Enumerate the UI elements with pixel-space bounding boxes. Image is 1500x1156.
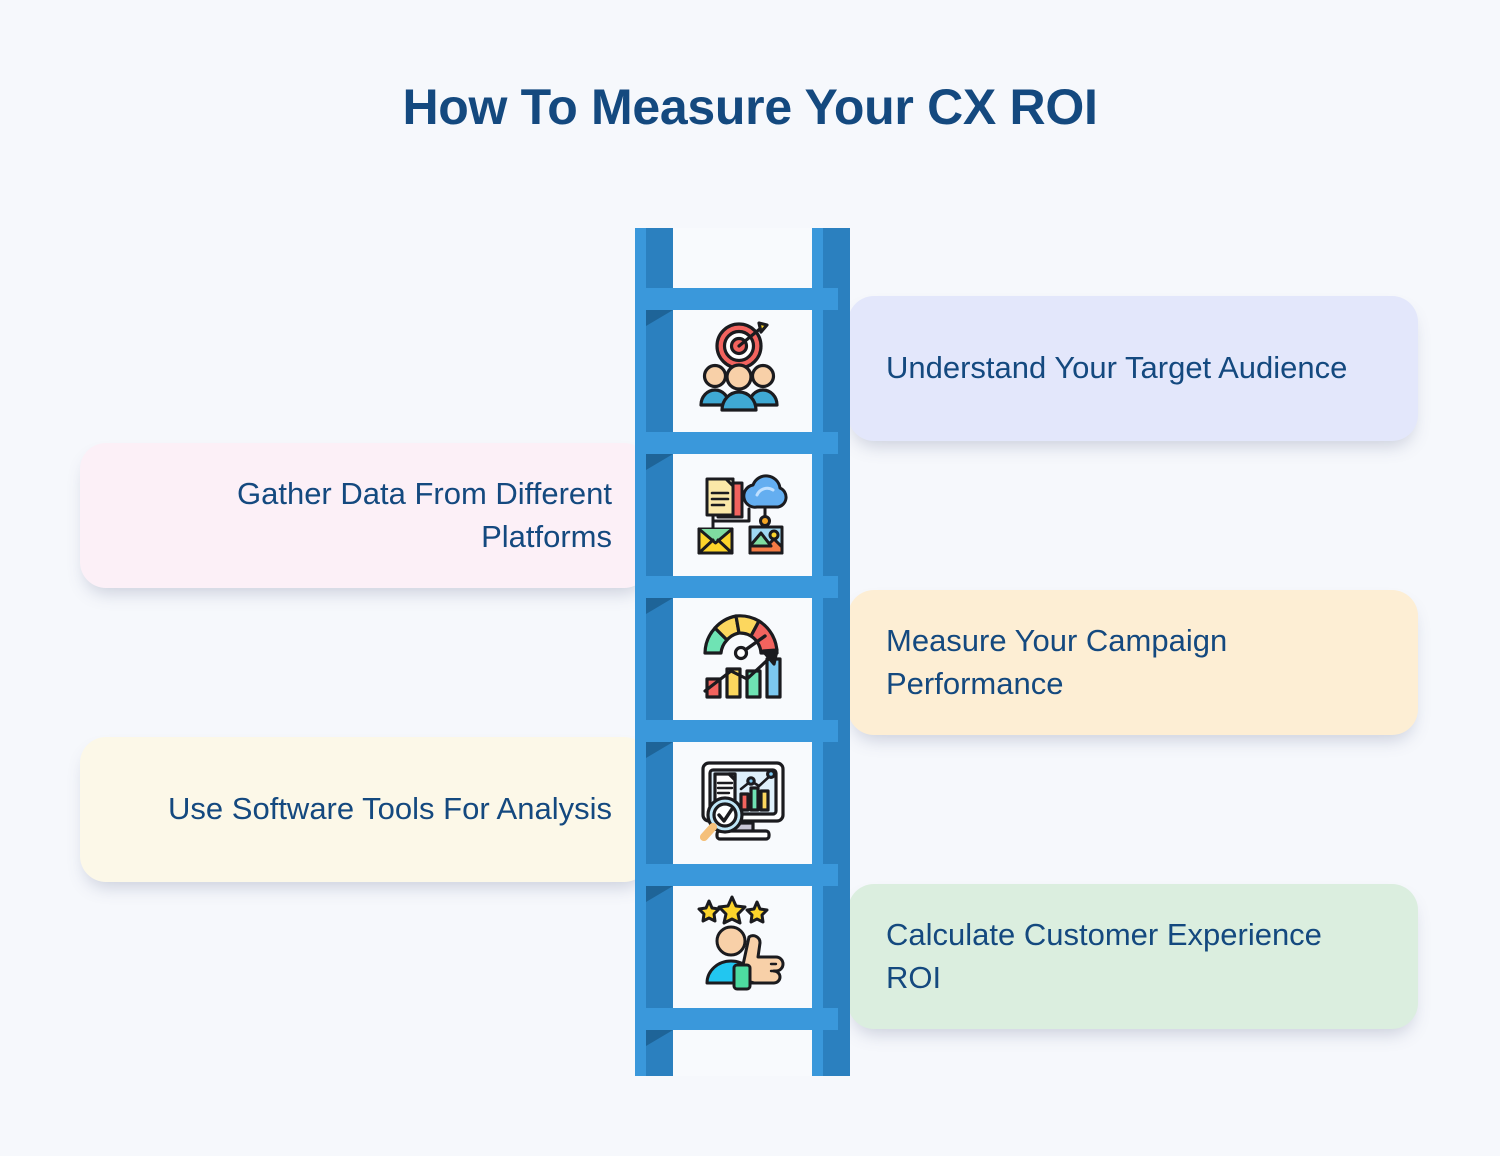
step-card-2-label: Gather Data From Different Platforms: [236, 475, 612, 554]
step-icon-3: [673, 596, 812, 714]
step-card-2[interactable]: Gather Data From Different Platforms: [80, 443, 650, 588]
step-card-3-label: Measure Your Campaign Performance: [886, 622, 1228, 701]
step-card-3[interactable]: Measure Your Campaign Performance: [848, 590, 1418, 735]
gauge-bar-chart-icon: [702, 614, 782, 699]
step-card-4-label: Use Software Tools For Analysis: [168, 791, 612, 827]
monitor-analysis-icon: [699, 761, 785, 841]
target-audience-icon: [698, 321, 779, 412]
step-icon-2: [673, 452, 812, 570]
step-icon-1: [673, 308, 812, 426]
step-card-1[interactable]: Understand Your Target Audience: [848, 296, 1418, 441]
step-card-1-label: Understand Your Target Audience: [886, 350, 1348, 386]
step-card-5[interactable]: Calculate Customer Experience ROI: [848, 884, 1418, 1029]
step-icon-5: [673, 884, 812, 1002]
step-card-4[interactable]: Use Software Tools For Analysis: [80, 737, 650, 882]
cloud-data-sources-icon: [697, 474, 788, 555]
step-icon-4: [673, 740, 812, 858]
page-title: How To Measure Your CX ROI: [402, 79, 1098, 135]
ladder-rail-left-highlight: [635, 228, 646, 1076]
customer-rating-thumbs-up-icon: [697, 895, 784, 991]
ladder-rail-right-shade: [823, 228, 850, 1076]
step-card-5-label: Calculate Customer Experience ROI: [886, 916, 1322, 995]
